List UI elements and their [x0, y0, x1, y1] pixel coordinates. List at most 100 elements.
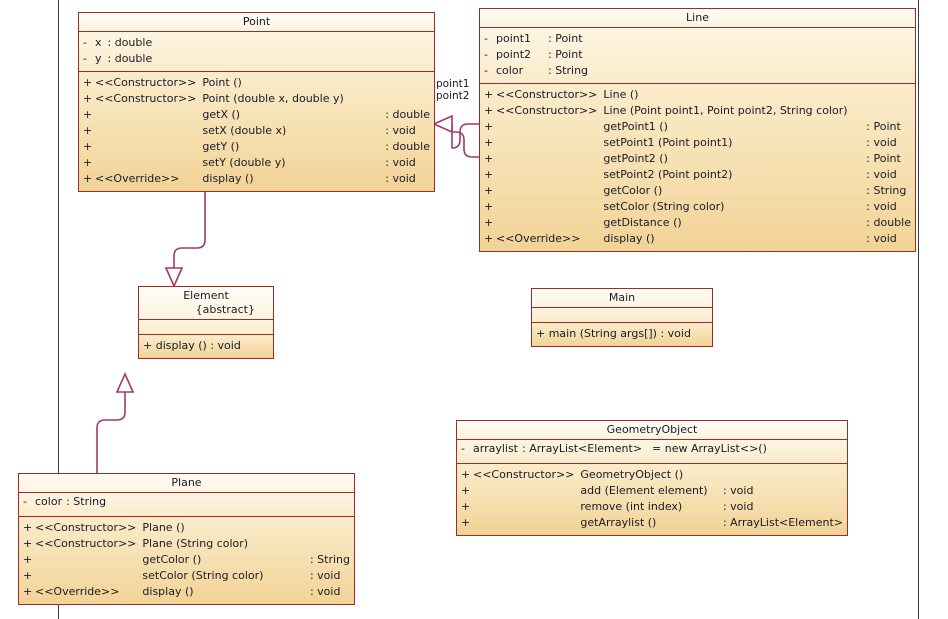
class-box-line[interactable]: Line - point1 : Point - point2 : Point -… [479, 8, 916, 252]
op-signature: Plane (String color) [142, 537, 249, 550]
op-return-type: : Point [866, 120, 901, 133]
attr-name: point2 [496, 48, 532, 61]
attr-name: color [496, 64, 524, 77]
op-stereotype: <<Constructor>> [35, 537, 137, 550]
op-return-type: : double [385, 140, 430, 153]
op-signature: setColor (String color) [142, 569, 264, 582]
class-box-element[interactable]: Element {abstract} + display () : void [138, 286, 274, 359]
op-return-type: : void [385, 156, 416, 169]
operations-compartment-element: + display () : void [139, 335, 273, 358]
attr-visibility: - [461, 442, 465, 455]
generalization-plane-to-element [96, 372, 135, 473]
class-box-plane[interactable]: Plane - color : String + <<Constructor>>… [18, 473, 355, 605]
operations-compartment-line: + <<Constructor>> Line () + <<Constructo… [480, 84, 915, 251]
op-row-main: + main (String args[]) : void [536, 327, 691, 340]
operations-compartment-point: + <<Constructor>> Point () + <<Construct… [79, 72, 434, 191]
op-visibility: + [83, 140, 93, 153]
page-guide-left [58, 0, 59, 619]
op-stereotype [473, 515, 580, 531]
page-guide-right [918, 0, 919, 619]
op-visibility: + [461, 500, 471, 513]
attr-name: y [95, 52, 102, 65]
attr-visibility: - [484, 64, 488, 77]
op-return-type [856, 87, 911, 103]
attributes-compartment-main [532, 308, 712, 323]
op-visibility: + [484, 88, 494, 101]
op-stereotype: <<Constructor>> [496, 104, 598, 117]
op-signature: getArraylist () [580, 516, 657, 529]
op-return-type: : void [866, 232, 897, 245]
op-signature: getX () [202, 108, 241, 121]
op-stereotype: <<Override>> [496, 232, 581, 245]
operations-compartment-geometryobject: + <<Constructor>> GeometryObject () + ad… [457, 464, 847, 535]
generalization-point-to-element [164, 192, 206, 288]
op-return-type [300, 536, 350, 552]
op-stereotype [496, 167, 603, 183]
op-signature: display () [142, 585, 194, 598]
op-row-display: + display () : void [143, 339, 241, 352]
op-stereotype [95, 123, 202, 139]
op-signature: setPoint1 (Point point1) [603, 136, 733, 149]
op-stereotype [496, 135, 603, 151]
op-return-type: : void [866, 200, 897, 213]
op-visibility: + [484, 184, 494, 197]
attr-visibility: - [83, 36, 87, 49]
op-stereotype [496, 119, 603, 135]
op-signature: getPoint1 () [603, 120, 668, 133]
op-return-type [856, 103, 911, 119]
op-return-type: : String [866, 184, 907, 197]
op-visibility: + [83, 172, 93, 185]
class-box-geometryobject[interactable]: GeometryObject - arraylist : ArrayList<E… [456, 420, 848, 536]
op-stereotype [35, 552, 142, 568]
attributes-compartment-plane: - color : String [19, 493, 354, 517]
op-stereotype [473, 499, 580, 515]
op-signature: Line (Point point1, Point point2, String… [603, 104, 848, 117]
attr-type: : Point [548, 32, 583, 45]
op-stereotype: <<Constructor>> [496, 88, 598, 101]
op-return-type [375, 75, 430, 91]
attr-visibility: - [23, 495, 27, 508]
op-signature: remove (int index) [580, 500, 683, 513]
op-return-type [713, 467, 843, 483]
attr-type: : Point [548, 48, 583, 61]
op-stereotype: <<Constructor>> [95, 92, 197, 105]
operations-compartment-plane: + <<Constructor>> Plane () + <<Construct… [19, 517, 354, 604]
op-stereotype [95, 139, 202, 155]
op-stereotype: <<Constructor>> [95, 76, 197, 89]
op-return-type: : double [385, 108, 430, 121]
attr-type: : ArrayList<Element> [522, 442, 643, 455]
op-stereotype [35, 568, 142, 584]
attributes-compartment-line: - point1 : Point - point2 : Point - colo… [480, 28, 915, 84]
op-visibility: + [83, 108, 93, 121]
op-return-type: : void [309, 569, 341, 582]
op-signature: setPoint2 (Point point2) [603, 168, 733, 181]
attributes-compartment-geometryobject: - arraylist : ArrayList<Element> = new A… [457, 440, 847, 464]
op-return-type: : void [866, 136, 897, 149]
op-signature: Point () [202, 76, 242, 89]
op-visibility: + [484, 152, 494, 165]
attr-name: x [95, 36, 102, 49]
op-stereotype: <<Override>> [95, 172, 180, 185]
op-stereotype: <<Constructor>> [473, 468, 575, 481]
op-visibility: + [23, 537, 33, 550]
op-visibility: + [461, 516, 471, 529]
op-return-type: : double [866, 216, 911, 229]
op-signature: display () [202, 172, 254, 185]
class-name-geometryobject: GeometryObject [457, 421, 847, 440]
op-return-type: : Point [866, 152, 901, 165]
association-label-point1: point1 [436, 78, 470, 90]
operations-compartment-main: + main (String args[]) : void [532, 323, 712, 346]
op-visibility: + [83, 76, 93, 89]
class-name-line: Line [480, 9, 915, 28]
op-stereotype [95, 107, 202, 123]
class-name-plane: Plane [19, 474, 354, 493]
op-signature: setX (double x) [202, 124, 287, 137]
op-signature: Point (double x, double y) [202, 92, 344, 105]
association-line-to-point [432, 114, 479, 158]
op-visibility: + [484, 120, 494, 133]
class-box-point[interactable]: Point - x : double - y : double + <<Cons… [78, 12, 435, 192]
op-signature: getColor () [142, 553, 202, 566]
class-box-main[interactable]: Main + main (String args[]) : void [531, 288, 713, 347]
op-signature: getY () [202, 140, 240, 153]
attr-initializer: = new ArrayList<>() [652, 442, 767, 455]
